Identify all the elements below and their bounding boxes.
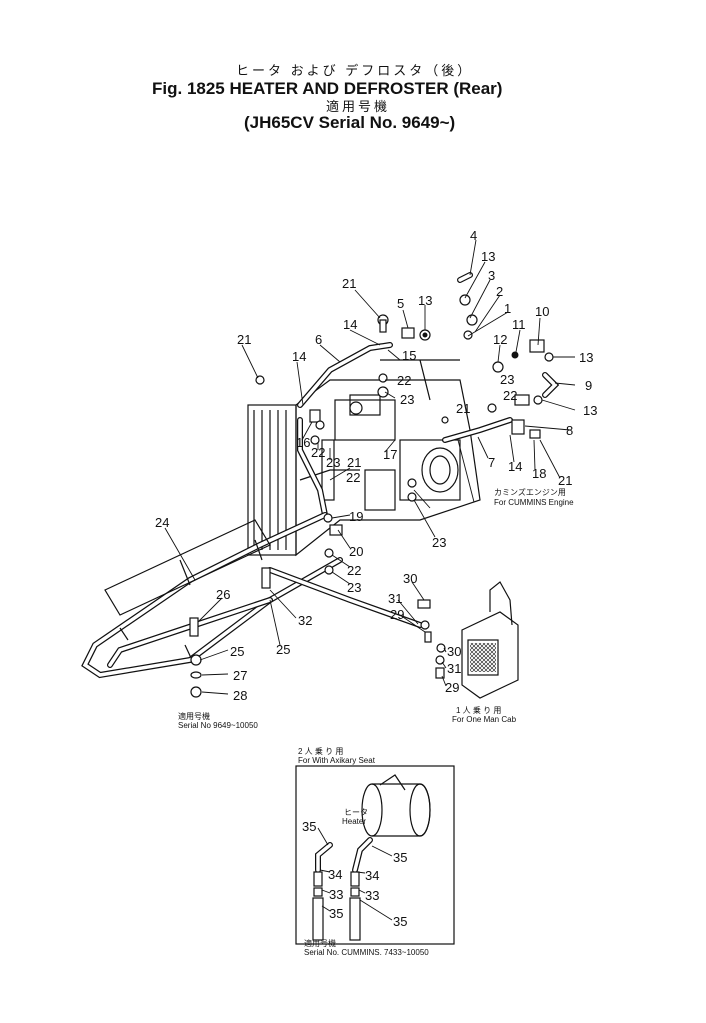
callout-label: 35: [393, 914, 408, 929]
callout-label: 5: [397, 296, 405, 311]
callout-label: 4: [470, 228, 478, 243]
callout-label: 30: [403, 571, 418, 586]
callout-label: 21: [342, 276, 357, 291]
serial-left: Serial No 9649~10050: [178, 721, 258, 730]
fittings: [189, 294, 554, 698]
cummins-label-jp: カミンズエンジン用: [494, 488, 566, 497]
aux-seat: For With Axikary Seat: [298, 756, 375, 765]
callout-label: 34: [365, 868, 380, 883]
callout-label: 22: [311, 445, 326, 460]
callout-label: 17: [383, 447, 398, 462]
callout-label: 16: [296, 435, 311, 450]
callout-label: 19: [349, 509, 364, 524]
heater-unit: [461, 581, 519, 699]
aux-inset: [295, 765, 455, 945]
serial-bottom-jp: 適用号機: [304, 939, 336, 948]
callout-label: 10: [535, 304, 550, 319]
callout-label: 12: [493, 332, 508, 347]
callout-label: 27: [233, 668, 248, 683]
callout-label: 22: [346, 470, 361, 485]
callout-label: 23: [347, 580, 362, 595]
callout-label: 34: [328, 867, 343, 882]
callout-label: 22: [397, 373, 412, 388]
callout-label: 13: [481, 249, 496, 264]
callout-label: 23: [432, 535, 447, 550]
engine-block: [247, 359, 481, 557]
serial-bottom: Serial No. CUMMINS. 7433~10050: [304, 948, 429, 957]
callout-label: 25: [276, 642, 291, 657]
callout-label: 21: [237, 332, 252, 347]
heater-pipes: [81, 512, 423, 679]
callout-label: 9: [585, 378, 593, 393]
aux-seat-jp: 2 人 乗 り 用: [298, 747, 344, 756]
jp-applicable-label: 適用号機: [326, 99, 391, 114]
callout-label: 23: [500, 372, 515, 387]
callout-label: 3: [488, 268, 496, 283]
callout-label: 22: [503, 388, 518, 403]
callout-label: 25: [230, 644, 245, 659]
cummins-label: For CUMMINS Engine: [494, 498, 574, 507]
callout-label: 6: [315, 332, 323, 347]
serial-left-jp: 適用号機: [178, 712, 210, 721]
one-man-cab-jp: 1 人 乗 り 用: [456, 706, 502, 715]
callout-label: 24: [155, 515, 170, 530]
callout-label: 35: [393, 850, 408, 865]
callout-label: 30: [447, 644, 462, 659]
figure-title: Fig. 1825 HEATER AND DEFROSTER (Rear): [152, 79, 503, 98]
heater-label: Heater: [342, 817, 367, 826]
leader-lines: [164, 239, 576, 921]
callout-label: 8: [566, 423, 574, 438]
callout-label: 18: [532, 466, 547, 481]
callout-label: 33: [365, 888, 380, 903]
callout-label: 15: [402, 348, 417, 363]
callout-label: 21: [347, 455, 362, 470]
callout-label: 14: [343, 317, 358, 332]
callout-label: 29: [390, 607, 405, 622]
heater-label-jp: ヒータ: [344, 808, 368, 817]
callout-label: 32: [298, 613, 313, 628]
callout-label: 33: [329, 887, 344, 902]
callout-label: 26: [216, 587, 231, 602]
callout-label: 13: [583, 403, 598, 418]
callout-label: 22: [347, 563, 362, 578]
upper-hoses: [297, 272, 560, 518]
callout-label: 28: [233, 688, 248, 703]
callout-label: 31: [447, 661, 462, 676]
callout-label: 2: [496, 284, 504, 299]
callout-label: 1: [504, 301, 512, 316]
callout-label: 14: [508, 459, 523, 474]
callout-label: 31: [388, 591, 403, 606]
callout-label: 29: [445, 680, 460, 695]
one-man-cab: For One Man Cab: [452, 715, 517, 724]
callout-label: 21: [558, 473, 573, 488]
callout-label: 35: [302, 819, 317, 834]
callout-label: 20: [349, 544, 364, 559]
callout-label: 14: [292, 349, 307, 364]
callout-label: 23: [326, 455, 341, 470]
callout-label: 11: [512, 317, 526, 332]
callout-label: 13: [579, 350, 594, 365]
callout-label: 23: [400, 392, 415, 407]
callout-label: 21: [456, 401, 471, 416]
callout-label: 7: [488, 455, 496, 470]
jp-title: ヒータ および デフロスタ（後）: [236, 63, 474, 78]
serial-range: (JH65CV Serial No. 9649~): [244, 113, 456, 132]
callout-label: 35: [329, 906, 344, 921]
callout-label: 13: [418, 293, 433, 308]
